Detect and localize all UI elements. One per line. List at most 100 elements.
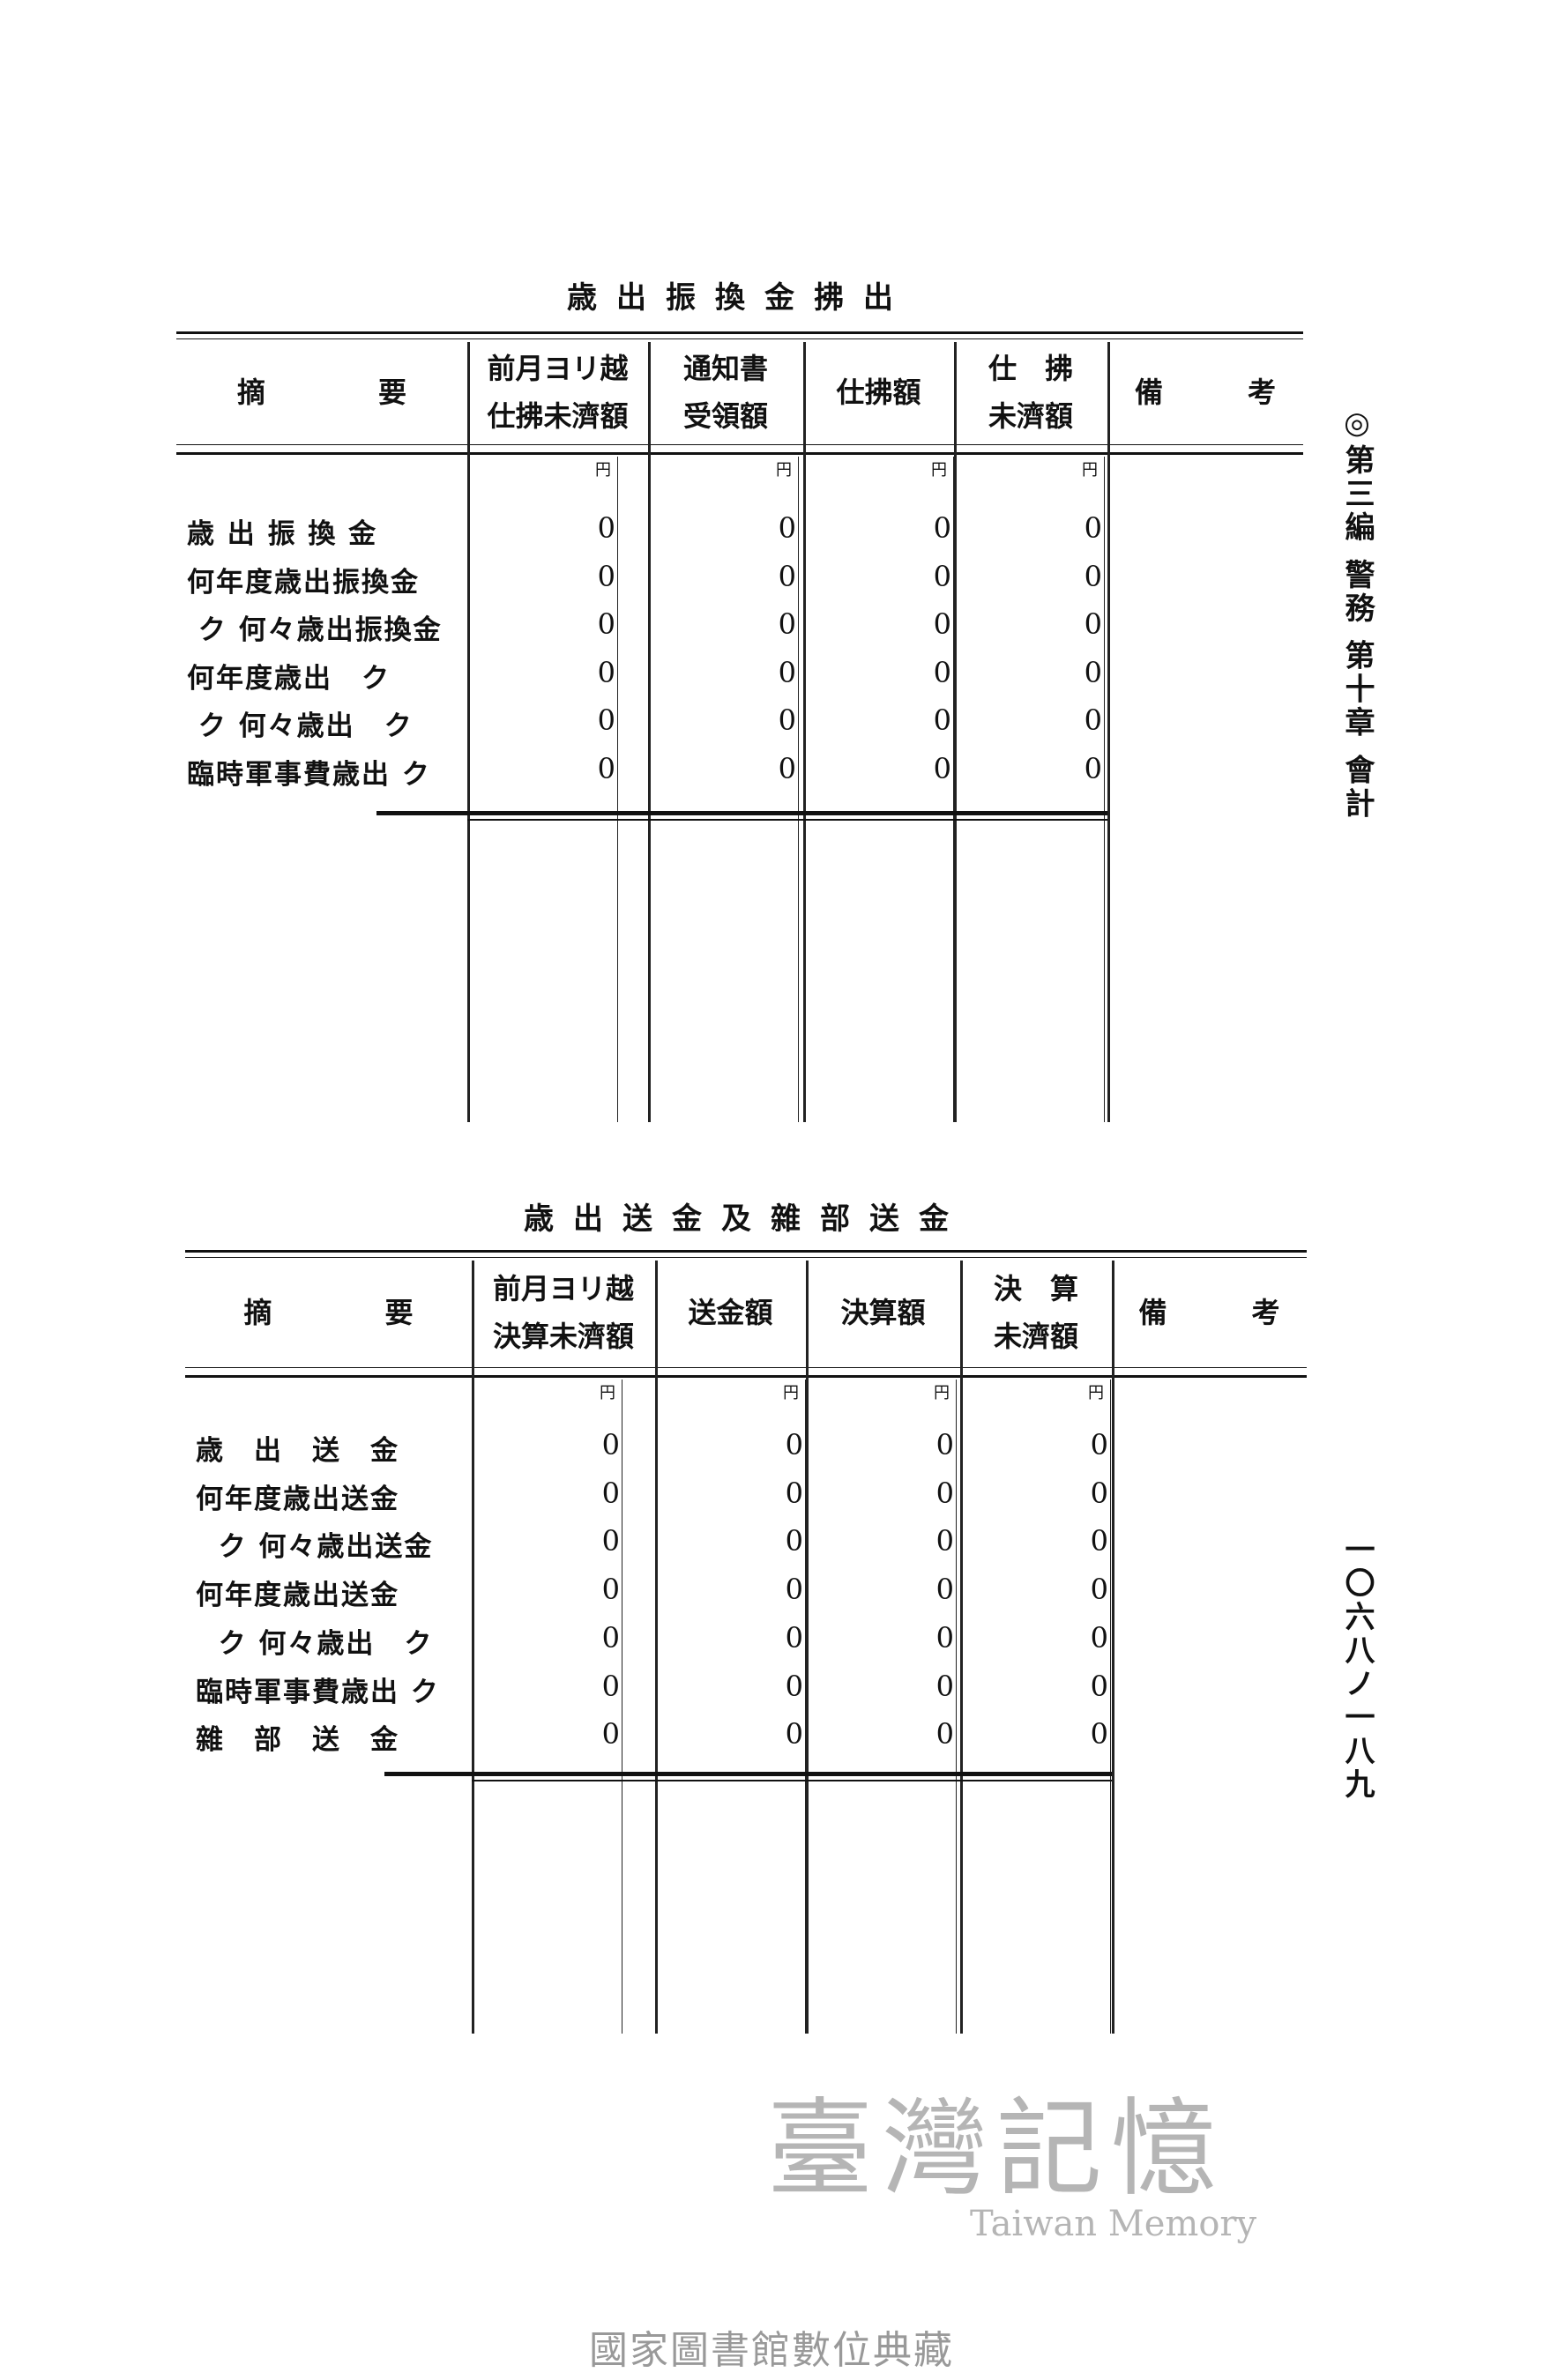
table-top-rule: [185, 1250, 1307, 1253]
unit-yen: 円: [776, 461, 792, 480]
amount-value: 0: [597, 559, 615, 593]
column-header: 決 算 未濟額: [993, 1272, 1078, 1353]
amount-value: 0: [1084, 703, 1102, 737]
row-label: 何年度歳出振換金: [187, 566, 420, 599]
row-label: ク 何々歳出振換金: [187, 614, 443, 646]
side-heading: ◎第三編 警務 第十章 會計: [1339, 405, 1375, 822]
row-label: 歳 出 振 換 金: [187, 518, 378, 550]
amount-value: 0: [1090, 1573, 1108, 1607]
column-subdivider: [1104, 457, 1105, 1122]
page-number: 一〇六八ノ一八九: [1339, 1534, 1375, 1802]
column-subdivider: [956, 1380, 957, 2034]
unit-yen: 円: [931, 461, 947, 480]
row-label: ク 何々歳出 ク: [196, 1627, 434, 1660]
column-header: 前月ヨリ越 仕拂未濟額: [487, 351, 629, 433]
amount-value: 0: [1084, 607, 1102, 641]
column-divider: [655, 1261, 658, 2034]
total-double-rule: [384, 1772, 1112, 1776]
amount-value: 0: [935, 1428, 954, 1461]
amount-value: 0: [597, 703, 615, 737]
column-header: 摘 要: [243, 1296, 414, 1329]
amount-value: 0: [933, 607, 951, 641]
amount-value: 0: [933, 511, 951, 545]
amount-value: 0: [601, 1524, 620, 1558]
amount-value: 0: [935, 1669, 954, 1703]
total-double-rule: [376, 811, 1107, 815]
amount-value: 0: [778, 559, 796, 593]
table-top-rule: [176, 331, 1303, 334]
amount-value: 0: [933, 703, 951, 737]
column-header: 仕 拂 未濟額: [988, 351, 1073, 433]
column-divider: [648, 342, 651, 1122]
amount-value: 0: [1084, 655, 1102, 689]
column-divider: [472, 1261, 474, 2034]
watermark-cjk: 臺灣記憶: [767, 2088, 1226, 2211]
amount-value: 0: [785, 1524, 803, 1558]
amount-value: 0: [601, 1669, 620, 1703]
row-label: ク 何々歳出送金: [196, 1531, 434, 1564]
amount-value: 0: [778, 511, 796, 545]
amount-value: 0: [778, 655, 796, 689]
amount-value: 0: [601, 1428, 620, 1461]
amount-value: 0: [1090, 1669, 1108, 1703]
column-header: 仕拂額: [836, 375, 921, 409]
unit-yen: 円: [600, 1384, 615, 1402]
amount-value: 0: [785, 1717, 803, 1752]
amount-value: 0: [785, 1573, 803, 1607]
table-title: 歳出振換金拂出: [567, 280, 913, 316]
amount-value: 0: [597, 655, 615, 689]
header-bottom-rule-thin: [176, 444, 1303, 445]
total-double-rule-second: [467, 819, 1107, 821]
unit-yen: 円: [1082, 461, 1098, 480]
amount-value: 0: [601, 1476, 620, 1510]
amount-value: 0: [1090, 1428, 1108, 1461]
amount-value: 0: [601, 1620, 620, 1655]
table-top-rule-thin: [185, 1257, 1307, 1258]
footer-credit: 國家圖書館數位典藏: [589, 2328, 954, 2373]
column-subdivider: [953, 457, 954, 1122]
header-bottom-rule: [185, 1375, 1307, 1378]
amount-value: 0: [933, 559, 951, 593]
column-header: 備 考: [1138, 1296, 1280, 1329]
amount-value: 0: [935, 1476, 954, 1510]
column-subdivider: [798, 457, 799, 1122]
header-bottom-rule-thin: [185, 1367, 1307, 1368]
row-label: 臨時軍事費歳出 ク: [187, 758, 431, 791]
total-double-rule-second: [472, 1780, 1112, 1781]
amount-value: 0: [1090, 1717, 1108, 1752]
column-divider: [1107, 342, 1110, 1122]
amount-value: 0: [935, 1573, 954, 1607]
column-divider: [960, 1261, 963, 2034]
column-divider: [954, 342, 957, 1122]
column-subdivider: [1110, 1380, 1111, 2034]
table-title: 歳出送金及雜部送金: [524, 1201, 968, 1237]
amount-value: 0: [597, 751, 615, 785]
unit-yen: 円: [783, 1384, 799, 1402]
amount-value: 0: [778, 703, 796, 737]
amount-value: 0: [785, 1428, 803, 1461]
row-label: 何年度歳出送金: [196, 1580, 399, 1612]
row-label: ク 何々歳出 ク: [187, 710, 414, 742]
row-label: 雜 部 送 金: [196, 1724, 399, 1757]
amount-value: 0: [778, 607, 796, 641]
amount-value: 0: [597, 511, 615, 545]
column-header: 決算額: [840, 1296, 926, 1329]
amount-value: 0: [1090, 1524, 1108, 1558]
amount-value: 0: [1090, 1476, 1108, 1510]
unit-yen: 円: [1088, 1384, 1104, 1402]
column-subdivider: [617, 457, 618, 1122]
column-divider: [806, 1261, 809, 2034]
column-header: 摘 要: [236, 375, 406, 409]
row-label: 歳 出 送 金: [196, 1435, 399, 1467]
amount-value: 0: [785, 1669, 803, 1703]
column-subdivider: [805, 1380, 806, 2034]
column-divider: [467, 342, 470, 1122]
amount-value: 0: [1090, 1620, 1108, 1655]
watermark-latin: Taiwan Memory: [970, 2204, 1257, 2244]
amount-value: 0: [785, 1620, 803, 1655]
amount-value: 0: [935, 1717, 954, 1752]
column-divider: [1112, 1261, 1114, 2034]
row-label: 何年度歳出 ク: [187, 662, 391, 695]
unit-yen: 円: [595, 461, 611, 480]
